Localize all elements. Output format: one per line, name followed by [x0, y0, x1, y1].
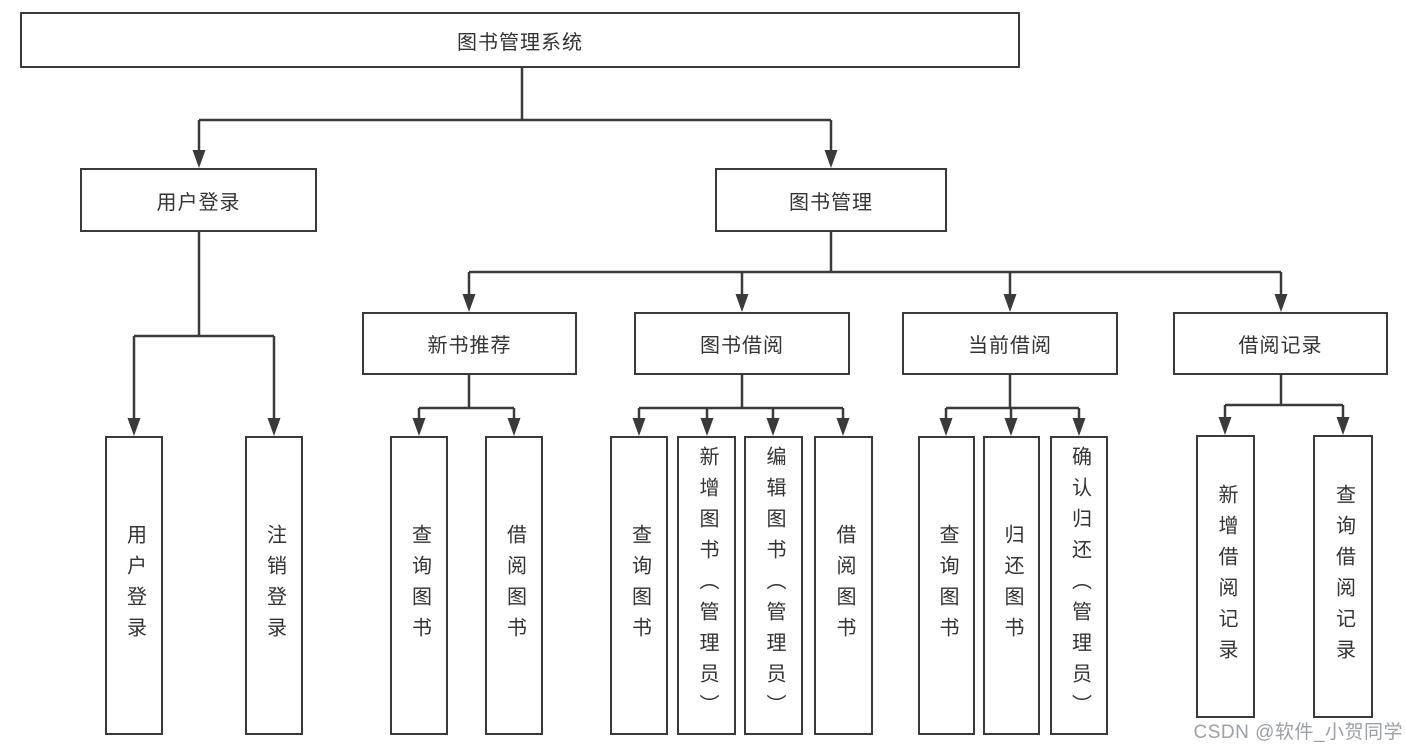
- leaf-edit-books-admin: 编辑图书（管理员）: [744, 436, 803, 735]
- node-book-borrowing: 图书借阅: [634, 312, 850, 375]
- node-new-book-recommendation: 新书推荐: [362, 312, 577, 375]
- node-borrowing-records: 借阅记录: [1173, 312, 1388, 375]
- leaf-add-borrow-record: 新增借阅记录: [1196, 435, 1255, 718]
- leaf-query-books-borrowing: 查询图书: [610, 436, 668, 735]
- leaf-return-books: 归还图书: [983, 436, 1040, 735]
- leaf-user-login: 用户登录: [105, 436, 163, 735]
- node-book-management: 图书管理: [715, 168, 947, 232]
- node-user-login: 用户登录: [80, 168, 317, 232]
- node-current-borrowing: 当前借阅: [902, 312, 1118, 375]
- csdn-watermark: CSDN @软件_小贺同学: [1193, 722, 1403, 743]
- leaf-borrow-books-recommend: 借阅图书: [485, 436, 543, 735]
- leaf-query-borrow-record: 查询借阅记录: [1313, 435, 1373, 718]
- leaf-borrow-books-borrowing: 借阅图书: [814, 436, 873, 735]
- leaf-logout: 注销登录: [245, 436, 303, 735]
- leaf-add-books-admin: 新增图书（管理员）: [677, 436, 736, 735]
- leaf-confirm-return-admin: 确认归还（管理员）: [1050, 436, 1108, 735]
- leaf-query-books-current: 查询图书: [918, 436, 975, 735]
- leaf-query-books-recommend: 查询图书: [390, 436, 448, 735]
- node-root-library-management-system: 图书管理系统: [20, 12, 1020, 68]
